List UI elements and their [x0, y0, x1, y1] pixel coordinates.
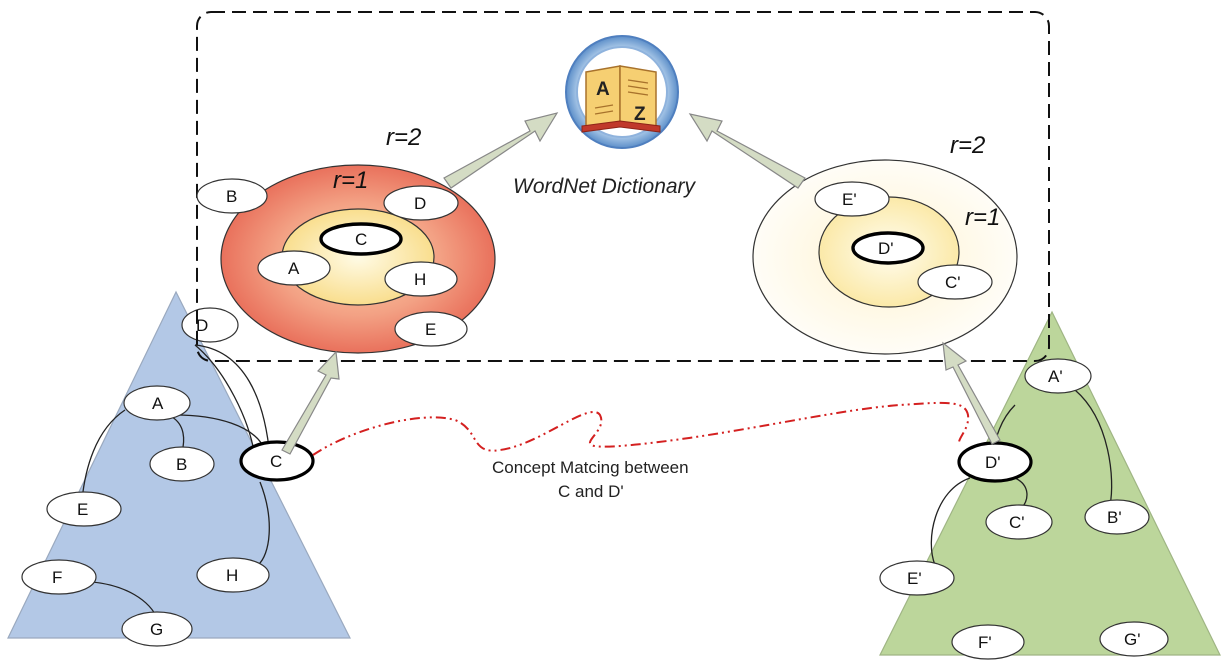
left-ontology-tree: D A B C E F G H	[7, 290, 351, 647]
svg-text:E: E	[425, 320, 436, 339]
right-tree-node-g: G'	[1099, 621, 1169, 657]
arrow-left-to-dictionary	[443, 112, 559, 189]
svg-text:E: E	[77, 500, 88, 519]
arrow-right-to-dictionary	[688, 113, 806, 189]
arrows	[281, 112, 1001, 455]
left-tree-node-g: G	[121, 611, 193, 647]
left-neighborhood-node-e: E	[394, 311, 468, 347]
svg-text:G: G	[150, 620, 163, 639]
left-tree-node-f: F	[21, 559, 97, 595]
right-neighborhood-node-c: C'	[917, 264, 993, 300]
left-neighborhood-node-a: A	[257, 250, 331, 286]
left-neighborhood-node-c: C	[319, 222, 403, 256]
left-neighborhood: r=2 r=1 B D C A H E	[196, 124, 496, 354]
arrow-left-tree-to-neighborhood	[281, 350, 340, 455]
dictionary-caption: WordNet Dictionary	[513, 175, 697, 198]
left-inner-radius-label: r=1	[333, 167, 368, 194]
svg-text:C: C	[270, 452, 282, 471]
svg-text:H: H	[414, 270, 426, 289]
svg-text:A': A'	[1048, 367, 1063, 386]
left-outer-radius-label: r=2	[386, 124, 421, 151]
left-tree-node-c: C	[239, 440, 315, 482]
right-neighborhood-node-e: E'	[814, 181, 890, 217]
svg-text:D': D'	[985, 453, 1001, 472]
matching-caption-line2: C and D'	[558, 482, 624, 501]
right-tree-node-a: A'	[1024, 358, 1092, 394]
book-icon: A Z	[581, 65, 661, 133]
left-neighborhood-node-b: B	[196, 178, 268, 214]
right-tree-node-e: E'	[879, 560, 955, 596]
left-neighborhood-node-d: D	[383, 185, 459, 221]
right-tree-node-f: F'	[951, 624, 1025, 660]
svg-text:E': E'	[842, 190, 857, 209]
svg-text:H: H	[226, 566, 238, 585]
left-tree-node-a: A	[123, 385, 191, 421]
arrow-right-tree-to-neighborhood	[942, 341, 1001, 445]
left-tree-node-b: B	[149, 446, 215, 482]
svg-text:F': F'	[978, 633, 992, 652]
svg-text:B': B'	[1107, 508, 1122, 527]
right-ontology-tree: A' D' C' B' E' G' F'	[879, 310, 1221, 660]
left-tree-node-e: E	[46, 491, 122, 527]
right-neighborhood: r=2 r=1 E' D' C'	[752, 132, 1018, 355]
left-tree-node-d: D	[181, 307, 239, 343]
svg-text:F: F	[52, 568, 62, 587]
right-tree-triangle	[879, 310, 1221, 656]
left-tree-node-h: H	[196, 557, 270, 593]
svg-text:C': C'	[1009, 513, 1025, 532]
svg-text:A: A	[152, 394, 164, 413]
svg-text:G': G'	[1124, 630, 1140, 649]
wordnet-scope-box	[196, 11, 1050, 362]
svg-text:B: B	[226, 187, 237, 206]
book-letter-z: Z	[634, 104, 646, 125]
wordnet-dictionary-icon: A Z	[565, 35, 679, 149]
concept-matching-line	[312, 401, 970, 456]
svg-text:B: B	[176, 455, 187, 474]
svg-text:A: A	[288, 259, 300, 278]
svg-text:C': C'	[945, 273, 961, 292]
matching-caption-line1: Concept Matcing between	[492, 458, 689, 477]
svg-text:D: D	[196, 316, 208, 335]
right-inner-radius-label: r=1	[965, 204, 1000, 231]
left-tree-edges	[81, 344, 271, 621]
right-tree-node-d: D'	[957, 441, 1033, 483]
svg-text:E': E'	[907, 569, 922, 588]
right-tree-node-b: B'	[1084, 499, 1150, 535]
left-neighborhood-node-h: H	[384, 261, 458, 297]
svg-text:D: D	[414, 194, 426, 213]
book-letter-a: A	[596, 79, 610, 100]
right-tree-node-c: C'	[985, 504, 1053, 540]
right-outer-radius-label: r=2	[950, 132, 985, 159]
right-neighborhood-node-d: D'	[851, 231, 925, 265]
svg-text:C: C	[355, 230, 367, 249]
svg-text:D': D'	[878, 239, 894, 258]
